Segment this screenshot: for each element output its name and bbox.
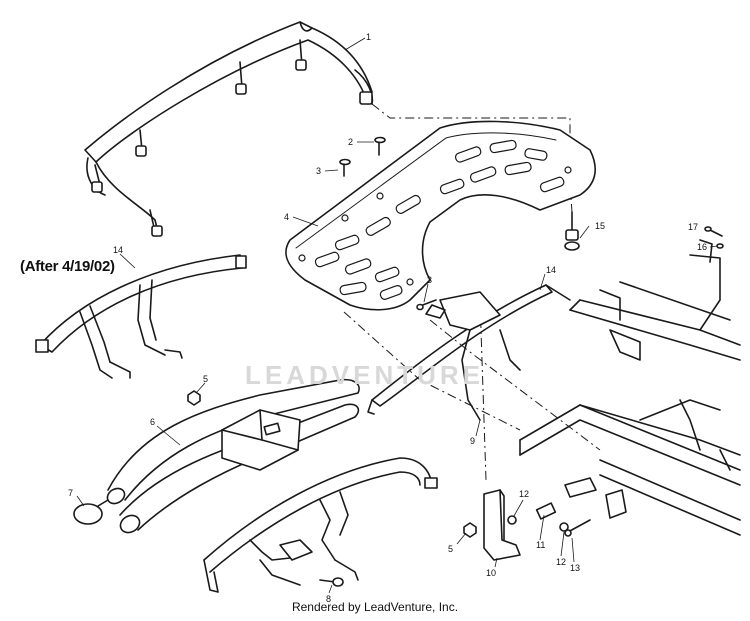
callout-16: 16 — [697, 242, 707, 252]
frame — [519, 239, 741, 536]
callout-15: 15 — [595, 221, 605, 231]
callout-12-top: 12 — [519, 489, 529, 499]
callout-1: 1 — [366, 32, 371, 42]
callout-6: 6 — [150, 417, 155, 427]
callout-11: 11 — [536, 540, 545, 550]
callout-9: 9 — [470, 436, 475, 446]
bolt-2 — [374, 136, 386, 156]
mount-bracket — [483, 489, 521, 561]
callout-7: 7 — [68, 488, 73, 498]
bolt-13 — [564, 519, 591, 537]
bolt-3-lower — [416, 299, 437, 311]
revision-note: (After 4/19/02) — [20, 258, 115, 275]
bumper-tube — [106, 378, 360, 534]
callout-2: 2 — [348, 137, 353, 147]
spacer-11 — [535, 502, 557, 520]
rack-plate — [285, 120, 596, 311]
washer-16 — [716, 243, 724, 249]
rail-bracket-after — [35, 254, 247, 379]
watermark: LEADVENTURE — [245, 360, 485, 390]
bolt-3 — [339, 158, 351, 177]
callout-14-right: 14 — [546, 265, 556, 275]
callout-4: 4 — [284, 212, 289, 222]
callout-3: 3 — [316, 166, 321, 176]
footer-credit: Rendered by LeadVenture, Inc. — [291, 600, 459, 614]
nut-5-top — [187, 390, 201, 406]
nut-5-bottom — [463, 522, 477, 538]
callout-17: 17 — [688, 222, 698, 232]
leader-lines — [76, 37, 718, 594]
end-cap — [73, 499, 109, 525]
callout-10: 10 — [486, 568, 496, 578]
callout-13: 13 — [570, 563, 580, 573]
bolt-15 — [564, 211, 580, 251]
bolt-17 — [704, 226, 723, 237]
callout-12-bottom: 12 — [556, 557, 566, 567]
callout-8: 8 — [326, 594, 331, 604]
washer-12-right — [559, 522, 569, 532]
callout-5-bottom: 5 — [448, 544, 453, 554]
callout-5-top: 5 — [203, 374, 208, 384]
rail-bracket — [367, 284, 571, 421]
washer-12-left — [507, 515, 517, 525]
front-rail-bracket — [203, 457, 438, 593]
callout-14-left: 14 — [113, 245, 123, 255]
rack-rail — [84, 21, 374, 237]
callouts: 1 2 3 4 15 17 16 14 3 14 5 6 9 7 12 11 5… — [68, 32, 707, 604]
callout-3-lower: 3 — [427, 275, 432, 285]
